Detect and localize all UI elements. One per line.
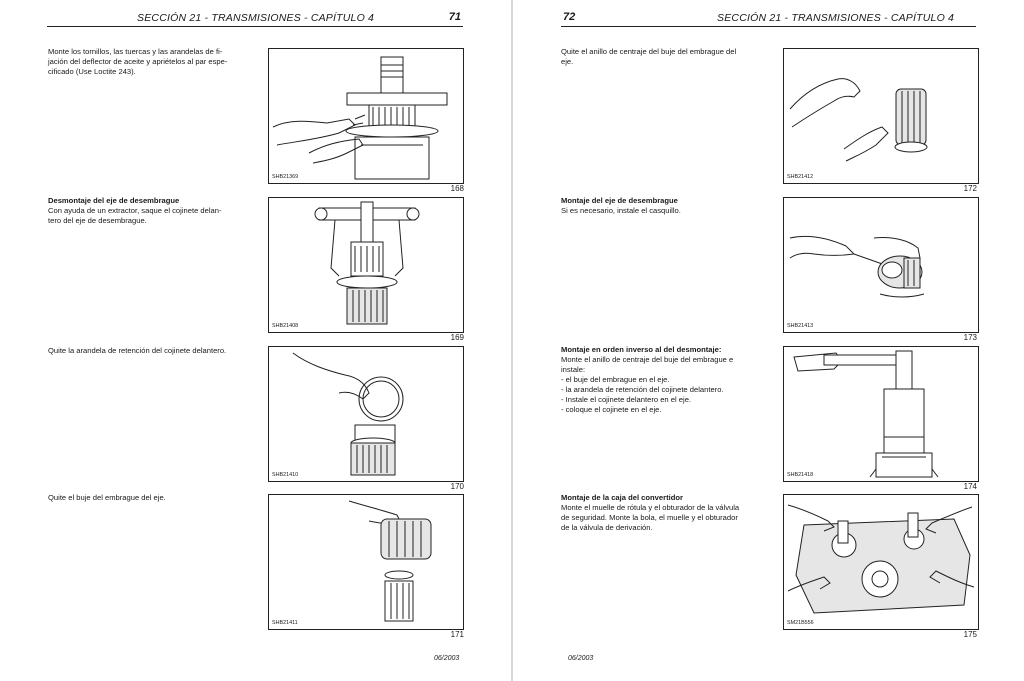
- text-line: Monte el muelle de rótula y el obturador…: [561, 503, 740, 512]
- text-line: - la arandela de retención del cojinete …: [561, 385, 724, 394]
- figure-code: SHB21412: [787, 174, 814, 180]
- figure-175: SM21B556: [783, 494, 979, 630]
- left-page-number: 71: [448, 11, 461, 23]
- figure-code: SHB21408: [272, 323, 299, 329]
- text-line: Monte el anillo de centraje del buje del…: [561, 355, 734, 364]
- instruction-text-174: Montaje en orden inverso al del desmonta…: [561, 345, 761, 415]
- section-heading: Montaje en orden inverso al del desmonta…: [561, 345, 722, 354]
- right-page: 72 SECCIÓN 21 - TRANSMISIONES - CAPÍTULO…: [513, 0, 1024, 681]
- section-heading: Desmontaje del eje de desembrague: [48, 196, 180, 205]
- figure-code: SHB21413: [787, 323, 814, 329]
- illustration-retaining-washer: [292, 352, 404, 476]
- instruction-text-171: Quite el buje del embrague del eje.: [48, 493, 248, 503]
- text-line: eje.: [561, 57, 574, 66]
- figure-173: SHB21413: [783, 197, 979, 333]
- illustration-shaft-deflector: [272, 56, 448, 180]
- text-line: - Instale el cojinete delantero en el ej…: [561, 395, 692, 404]
- figure-number: 174: [963, 482, 977, 491]
- illustration-centering-ring: [789, 78, 928, 162]
- right-page-number: 72: [563, 11, 576, 23]
- text-line: Si es necesario, instale el casquillo.: [561, 206, 681, 215]
- illustration-converter-housing: [787, 504, 975, 614]
- left-header-title: SECCIÓN 21 - TRANSMISIONES - CAPÍTULO 4: [137, 12, 375, 24]
- figure-168: SHB21369: [268, 48, 464, 184]
- figure-174: SHB21418: [783, 346, 979, 482]
- illustration-bushing-install: [789, 235, 925, 298]
- text-line: tero del eje de desembrague.: [48, 216, 147, 225]
- text-line: Quite el anillo de centraje del buje del…: [561, 47, 737, 56]
- left-page-footer: 06/2003: [434, 655, 460, 662]
- page-gutter: [511, 0, 513, 681]
- figure-170: SHB21410: [268, 346, 464, 482]
- text-line: Quite la arandela de retención del cojin…: [48, 346, 227, 355]
- text-line: - el buje del embrague en el eje.: [561, 375, 670, 384]
- instruction-text-175: Montaje de la caja del convertidor Monte…: [561, 493, 761, 533]
- text-line: jación del deflector de aceite y apriéte…: [48, 57, 228, 66]
- figure-number: 170: [450, 482, 464, 491]
- figure-number: 169: [450, 333, 464, 342]
- text-line: de la válvula de derivación.: [561, 523, 653, 532]
- section-heading: Montaje de la caja del convertidor: [561, 493, 683, 502]
- instruction-text-169: Desmontaje del eje de desembrague Con ay…: [48, 196, 248, 226]
- figure-code: SHB21410: [272, 472, 299, 478]
- figure-171: SHB21411: [268, 494, 464, 630]
- left-page: SECCIÓN 21 - TRANSMISIONES - CAPÍTULO 4 …: [0, 0, 511, 681]
- text-line: cificado (Use Loctite 243).: [48, 67, 136, 76]
- figure-code: SHB21411: [272, 620, 298, 626]
- figure-number: 173: [963, 333, 977, 342]
- text-line: Con ayuda de un extractor, saque el coji…: [48, 206, 222, 215]
- figure-number: 175: [963, 630, 977, 639]
- text-line: - coloque el cojinete en el eje.: [561, 405, 662, 414]
- figure-172: SHB21412: [783, 48, 979, 184]
- instruction-text-170: Quite la arandela de retención del cojin…: [48, 346, 248, 356]
- text-line: Monte los tornillos, las tuercas y las a…: [48, 47, 223, 56]
- figure-code: SM21B556: [787, 620, 814, 626]
- illustration-puller: [314, 201, 420, 325]
- illustration-press-tool: [793, 350, 939, 478]
- instruction-text-173: Montaje del eje de desembrague Si es nec…: [561, 196, 761, 216]
- figure-code: SHB21369: [272, 174, 299, 180]
- text-line: instale:: [561, 365, 586, 374]
- figure-code: SHB21418: [787, 472, 814, 478]
- left-page-header: SECCIÓN 21 - TRANSMISIONES - CAPÍTULO 4 …: [47, 10, 463, 27]
- figure-number: 172: [963, 184, 977, 193]
- right-page-header: 72 SECCIÓN 21 - TRANSMISIONES - CAPÍTULO…: [561, 10, 976, 27]
- instruction-text-172: Quite el anillo de centraje del buje del…: [561, 47, 761, 67]
- section-heading: Montaje del eje de desembrague: [561, 196, 678, 205]
- right-header-title: SECCIÓN 21 - TRANSMISIONES - CAPÍTULO 4: [717, 12, 955, 24]
- right-page-footer: 06/2003: [568, 655, 594, 662]
- figure-number: 171: [450, 630, 464, 639]
- instruction-text-168: Monte los tornillos, las tuercas y las a…: [48, 47, 248, 77]
- illustration-clutch-hub: [348, 500, 432, 622]
- text-line: de seguridad. Monte la bola, el muelle y…: [561, 513, 738, 522]
- figure-169: SHB21408: [268, 197, 464, 333]
- text-line: Quite el buje del embrague del eje.: [48, 493, 166, 502]
- figure-number: 168: [450, 184, 464, 193]
